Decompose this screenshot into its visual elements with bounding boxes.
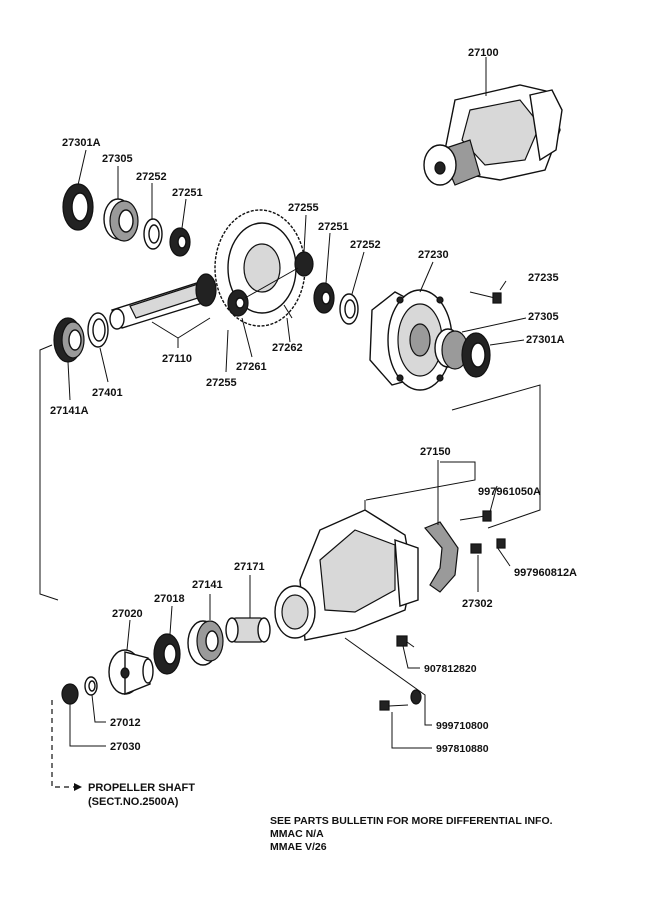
propeller-section-label: (SECT.NO.2500A): [88, 796, 179, 808]
label-997810880: 997810880: [436, 743, 489, 755]
label-907812820: 907812820: [424, 663, 477, 675]
label-27261: 27261: [236, 361, 267, 373]
label-27012: 27012: [110, 717, 141, 729]
label-27255-top: 27255: [288, 202, 319, 214]
label-27255-bottom: 27255: [206, 377, 237, 389]
label-27100: 27100: [468, 47, 499, 59]
seal-27301A-right-illustration: [461, 332, 491, 378]
pin-27262-illustration: [283, 304, 293, 319]
label-27141A: 27141A: [50, 405, 89, 417]
pinion-shaft-27110-illustration: [109, 273, 217, 330]
label-997961050A: 997961050A: [478, 486, 541, 498]
label-27030: 27030: [110, 741, 141, 753]
bolt-997810880-illustration: [379, 700, 409, 711]
label-27302: 27302: [462, 598, 493, 610]
gear-27251-mid-illustration: [313, 282, 335, 314]
leader-lines: [39, 149, 541, 749]
seal-27018-illustration: [153, 633, 181, 675]
label-27305-top: 27305: [102, 153, 133, 165]
label-27020: 27020: [112, 608, 143, 620]
label-999710800: 999710800: [436, 720, 489, 732]
label-27252-top: 27252: [136, 171, 167, 183]
gear-27251-illustration: [169, 227, 191, 257]
label-27401: 27401: [92, 387, 123, 399]
propeller-shaft-pointer: [51, 700, 82, 791]
nut-27030-illustration: [61, 683, 79, 705]
bolt-997960812A-illustration: [496, 538, 506, 549]
propeller-shaft-label: PROPELLER SHAFT: [88, 782, 195, 794]
washer-27252-mid-illustration: [339, 293, 359, 325]
label-27251-top: 27251: [172, 187, 203, 199]
label-27110: 27110: [162, 353, 192, 365]
label-27301A-top: 27301A: [62, 137, 101, 149]
washer-27401-illustration: [87, 312, 109, 348]
label-27305-right: 27305: [528, 311, 559, 323]
carrier-case-27230-illustration: [369, 289, 453, 391]
propeller-shaft-reference: PROPELLER SHAFT (SECT.NO.2500A): [88, 782, 195, 808]
spacer-27171-illustration: [225, 617, 271, 643]
note-parts-bulletin: SEE PARTS BULLETIN FOR MORE DIFFERENTIAL…: [270, 815, 553, 827]
note-mmac: MMAC N/A: [270, 828, 324, 840]
plug-27302-illustration: [470, 543, 482, 554]
washer-27252-illustration: [143, 218, 163, 250]
label-27171: 27171: [234, 561, 265, 573]
bearing-27305-illustration: [103, 198, 139, 242]
bolt-997961050A-illustration: [459, 510, 492, 522]
label-27301A-right: 27301A: [526, 334, 565, 346]
label-27252-mid: 27252: [350, 239, 381, 251]
label-27150: 27150: [420, 446, 451, 458]
label-997960812A: 997960812A: [514, 567, 577, 579]
label-27141: 27141: [192, 579, 223, 591]
bearing-27141-illustration: [187, 620, 224, 666]
flange-27020-illustration: [108, 649, 154, 696]
housing-27150-illustration: [274, 500, 419, 641]
note-mmae: MMAE V/26: [270, 841, 327, 853]
bearing-27141A-illustration: [53, 317, 85, 363]
label-27262: 27262: [272, 342, 303, 354]
label-27251-mid: 27251: [318, 221, 349, 233]
bolt-27235-illustration: [469, 291, 502, 304]
bearing-27305-right-illustration: [434, 328, 469, 370]
differential-assembly-illustration: [423, 57, 563, 186]
side-gears-illustration: [227, 251, 314, 317]
part-labels: 27100 27301A 27305 27252 27251 27255 272…: [50, 47, 577, 755]
label-27230: 27230: [418, 249, 449, 261]
cover-27150-illustration: [424, 521, 459, 593]
seal-27301A-illustration: [62, 183, 94, 231]
bolt-907812820-illustration: [396, 635, 415, 648]
washer-27012-illustration: [84, 676, 98, 696]
bolt-999710800-illustration: [410, 689, 422, 705]
label-27018: 27018: [154, 593, 185, 605]
label-27235: 27235: [528, 272, 559, 284]
footnotes: SEE PARTS BULLETIN FOR MORE DIFFERENTIAL…: [270, 815, 553, 853]
